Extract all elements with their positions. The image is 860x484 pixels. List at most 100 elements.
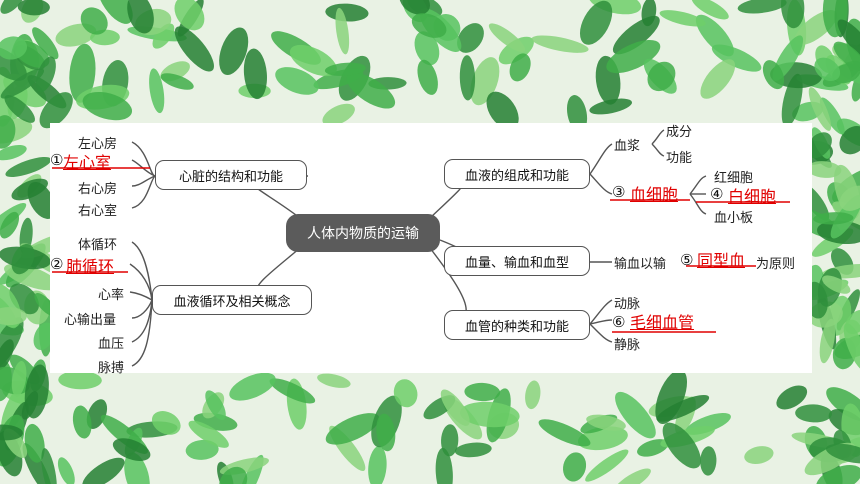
leaf-shape xyxy=(814,57,841,82)
answer-capillary: 毛细血管 xyxy=(630,313,695,332)
leaf-shape xyxy=(57,457,75,484)
leaf-platelet: 血小板 xyxy=(714,211,754,226)
leaf-shape xyxy=(464,382,501,402)
answer-same-blood-type: 同型血 xyxy=(697,251,746,270)
leaf-shape xyxy=(149,68,165,114)
leaf-shape xyxy=(819,318,836,364)
leaf-shape xyxy=(808,87,832,131)
blank-number-4: ④ xyxy=(710,185,724,203)
leaf-shape xyxy=(411,13,447,38)
leaf-shape xyxy=(525,380,541,410)
leaf-shape xyxy=(32,27,59,60)
leaf-shape xyxy=(33,322,55,351)
leaf-shape xyxy=(414,31,440,66)
leaf-shape xyxy=(188,420,229,448)
leaf-shape xyxy=(454,442,492,458)
leaf-shape xyxy=(368,446,387,484)
leaf-shape xyxy=(737,0,787,14)
leaf-shape xyxy=(509,53,531,82)
leaf-shape xyxy=(579,0,613,45)
leaf-shape xyxy=(69,43,96,103)
leaf-shape xyxy=(744,446,774,465)
blank-number-2: ② xyxy=(50,255,64,273)
leaf-blood-pressure: 血压 xyxy=(98,337,125,352)
leaf-shape xyxy=(97,0,133,24)
leaf-shape xyxy=(5,156,52,178)
leaf-shape xyxy=(0,46,27,81)
leaf-shape xyxy=(72,405,92,439)
leaf-shape xyxy=(781,0,805,29)
leaf-shape xyxy=(393,379,418,408)
leaf-red-blood-cell: 红细胞 xyxy=(714,171,754,186)
leaf-shape xyxy=(82,91,133,121)
leaf-shape xyxy=(417,59,438,95)
leaf-shape xyxy=(776,385,808,410)
leaf-shape xyxy=(185,439,219,460)
leaf-pulse: 脉搏 xyxy=(98,361,125,376)
leaf-shape xyxy=(243,48,267,100)
leaf-shape xyxy=(538,419,591,447)
leaf-shape xyxy=(124,452,150,484)
leaf-shape xyxy=(435,447,453,484)
leaf-shape xyxy=(219,466,248,484)
leaf-shape xyxy=(822,275,851,294)
leaf-shape xyxy=(562,452,587,482)
leaf-shape xyxy=(566,95,588,133)
leaf-shape xyxy=(457,23,484,53)
leaf-shape xyxy=(324,62,366,76)
leaf-shape xyxy=(662,422,701,469)
answer-pulmonary-circulation: 肺循环 xyxy=(66,257,115,276)
blank-number-5: ⑤ xyxy=(680,251,694,269)
leaf-shape xyxy=(813,212,854,225)
leaf-shape xyxy=(0,424,24,441)
leaf-shape xyxy=(762,60,785,90)
leaf-shape xyxy=(35,56,56,93)
leaf-plasma-function: 功能 xyxy=(666,151,693,166)
leaf-shape xyxy=(459,401,520,428)
leaf-systemic-circulation: 体循环 xyxy=(78,238,118,253)
leaf-shape xyxy=(641,0,657,27)
leaf-shape xyxy=(0,68,45,99)
leaf-shape xyxy=(655,369,688,424)
leaf-artery: 动脉 xyxy=(614,297,641,312)
leaf-shape xyxy=(585,449,629,482)
leaf-vein: 静脉 xyxy=(614,338,641,353)
leaf-plasma: 血浆 xyxy=(614,139,641,154)
leaf-shape xyxy=(807,161,842,178)
leaf-shape xyxy=(647,61,676,92)
leaf-shape xyxy=(486,91,519,130)
leaf-shape xyxy=(151,411,181,435)
leaf-shape xyxy=(289,44,337,77)
leaf-shape xyxy=(24,423,45,463)
leaf-shape xyxy=(700,59,736,99)
answer-white-blood-cell: 白细胞 xyxy=(728,187,777,206)
leaf-shape xyxy=(613,468,651,484)
leaf-shape xyxy=(615,391,656,439)
branch-blood-composition: 血液的组成和功能 xyxy=(444,159,590,189)
leaf-right-ventricle: 右心室 xyxy=(78,204,118,219)
leaf-shape xyxy=(346,72,396,109)
branch-heart-structure: 心脏的结构和功能 xyxy=(155,160,307,190)
answer-blood-cells: 血细胞 xyxy=(630,185,679,204)
blank-number-6: ⑥ xyxy=(612,313,626,331)
leaf-shape xyxy=(0,0,26,14)
leaf-shape xyxy=(531,35,589,53)
leaf-shape xyxy=(440,389,470,426)
leaf-shape xyxy=(39,92,73,129)
leaf-shape xyxy=(843,323,860,372)
leaf-shape xyxy=(229,372,276,401)
leaf-shape xyxy=(0,36,28,60)
leaf-shape xyxy=(659,10,706,27)
leaf-shape xyxy=(695,14,734,57)
leaf-shape xyxy=(376,413,396,452)
leaf-shape xyxy=(160,73,194,90)
leaf-shape xyxy=(459,55,476,101)
leaf-shape xyxy=(606,39,661,74)
leaf-shape xyxy=(275,67,319,95)
leaf-shape xyxy=(819,97,845,135)
leaf-shape xyxy=(441,424,459,457)
leaf-shape xyxy=(24,364,49,419)
leaf-shape xyxy=(41,448,57,484)
branch-blood-volume-type: 血量、输血和血型 xyxy=(444,246,590,276)
leaf-shape xyxy=(11,360,27,397)
